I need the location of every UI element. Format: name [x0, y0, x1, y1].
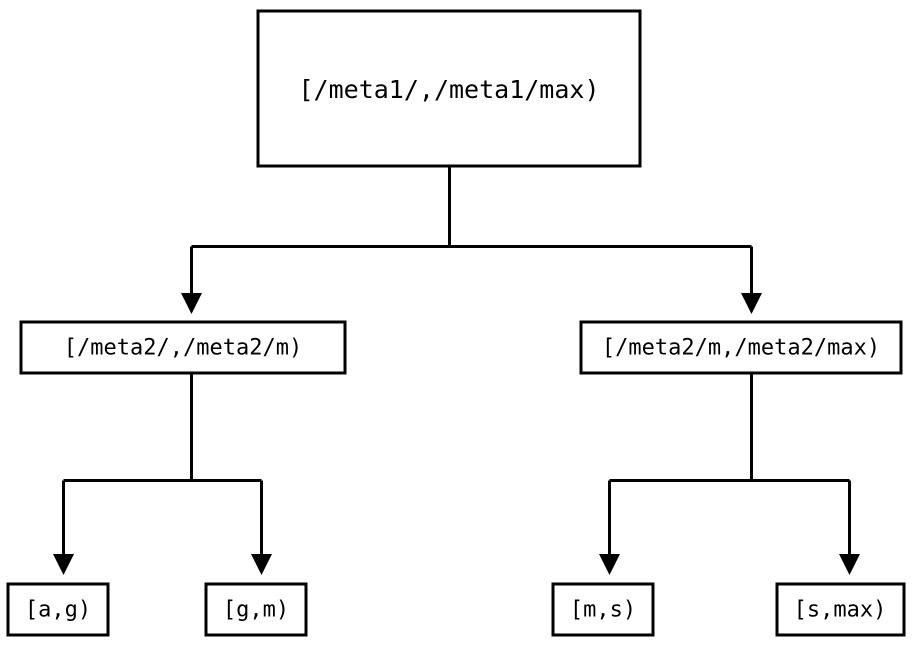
node-leaf-3-label: [m,s)	[570, 598, 636, 623]
node-leaf-2[interactable]: [g,m)	[204, 582, 308, 637]
arrowhead-icon-leaf-2	[251, 554, 272, 575]
node-leaf-3-box	[551, 582, 655, 637]
arrowhead-icon-leaf-1	[53, 554, 74, 575]
node-leaf-3[interactable]: [m,s)	[551, 582, 655, 637]
arrowhead-icon-mid-right	[741, 293, 762, 314]
node-mid-left[interactable]: [/meta2/,/meta2/m)	[19, 320, 347, 375]
node-mid-left-box	[19, 320, 347, 375]
edge-root-to-middle-group	[181, 166, 762, 314]
node-mid-right-box	[579, 320, 903, 375]
edge-midright-to-leaves-group	[599, 373, 860, 575]
node-leaf-1-box	[6, 582, 110, 637]
node-mid-right[interactable]: [/meta2/m,/meta2/max)	[579, 320, 903, 375]
node-mid-right-label: [/meta2/m,/meta2/max)	[602, 336, 880, 361]
node-leaf-2-label: [g,m)	[223, 598, 289, 623]
node-leaf-4-label: [s,max)	[794, 598, 887, 623]
node-leaf-1-label: [a,g)	[25, 598, 91, 623]
node-root-box	[256, 9, 642, 168]
node-leaf-1[interactable]: [a,g)	[6, 582, 110, 637]
node-root-label: [/meta1/,/meta1/max)	[298, 75, 599, 104]
arrowhead-icon-leaf-3	[599, 554, 620, 575]
node-mid-left-label: [/meta2/,/meta2/m)	[64, 336, 302, 361]
node-leaf-4[interactable]: [s,max)	[775, 582, 906, 637]
arrowhead-icon-mid-left	[181, 293, 202, 314]
edge-midleft-to-leaves-group	[53, 373, 272, 575]
arrowhead-icon-leaf-4	[839, 554, 860, 575]
node-root[interactable]: [/meta1/,/meta1/max)	[256, 9, 642, 168]
node-leaf-2-box	[204, 582, 308, 637]
node-leaf-4-box	[775, 582, 906, 637]
